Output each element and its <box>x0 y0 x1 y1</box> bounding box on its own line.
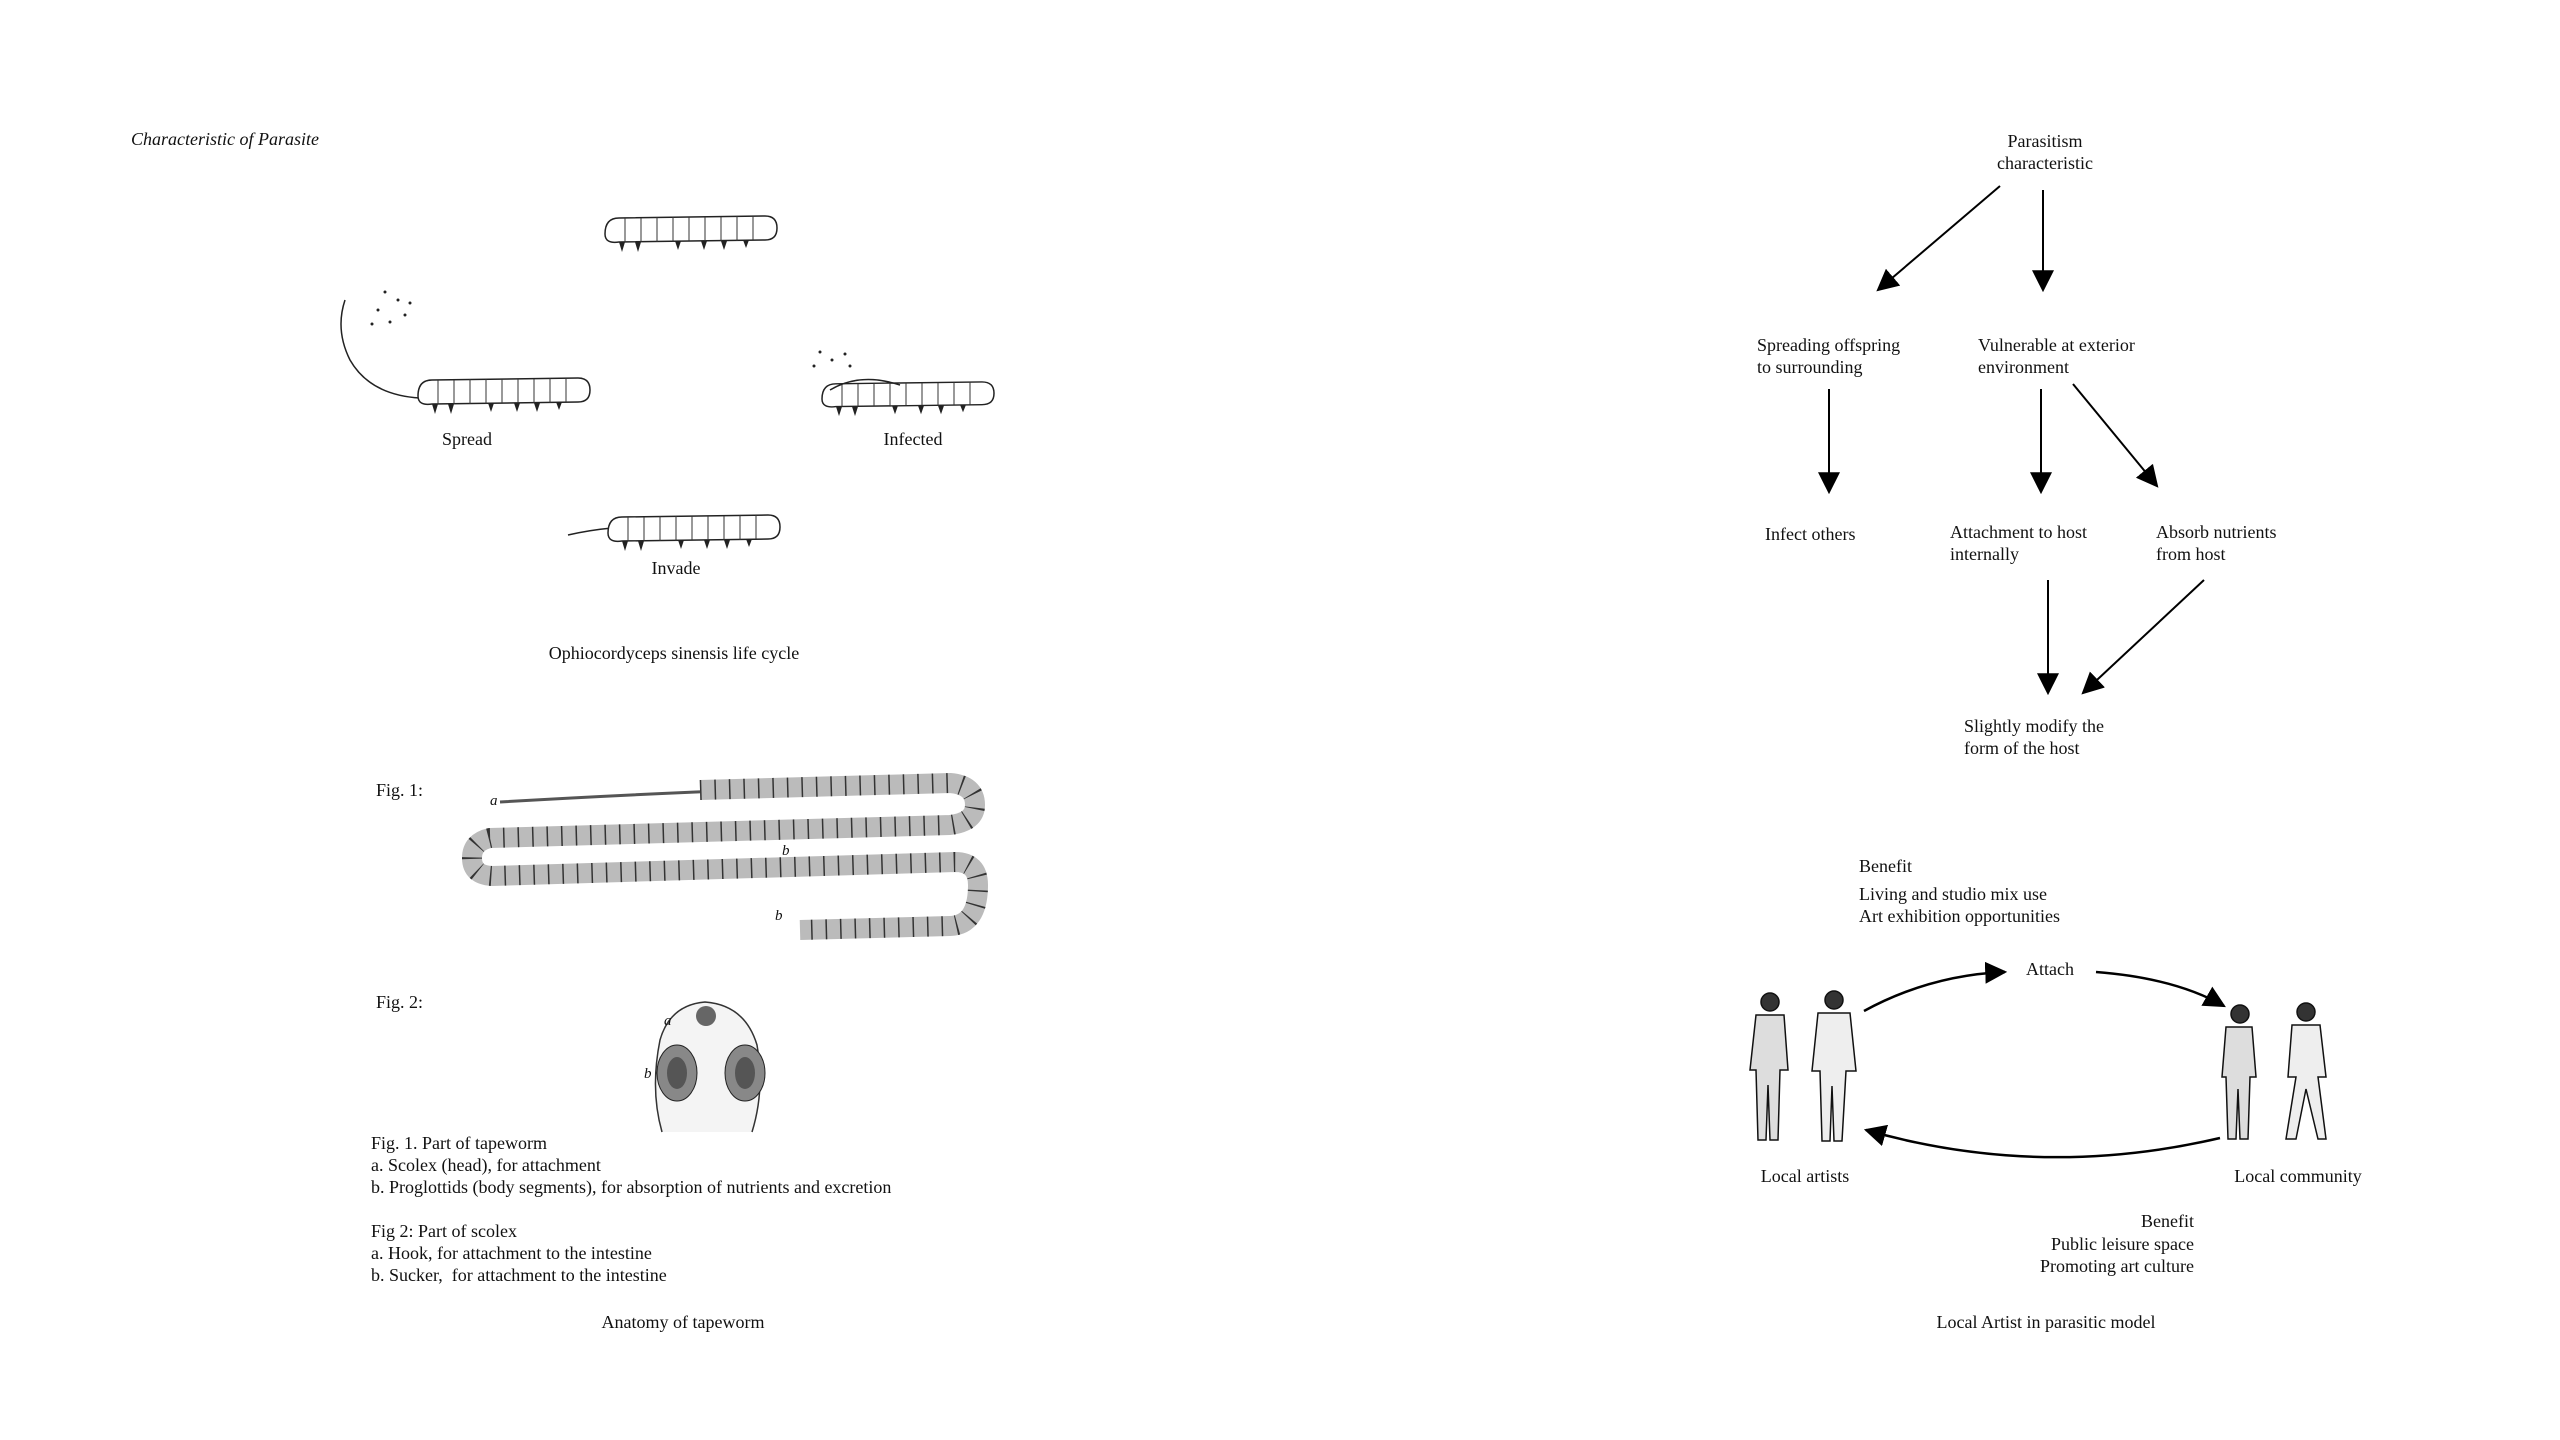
node-line: Spreading offspring <box>1757 335 1901 355</box>
label-infected: Infected <box>883 429 943 449</box>
benefit-title: Benefit <box>2141 1211 2194 1231</box>
node-line: from host <box>2156 544 2226 564</box>
benefit-title: Benefit <box>1859 856 1912 876</box>
node-line: Attachment to host <box>1950 522 2087 542</box>
caterpillar-invade-illustration <box>567 514 781 552</box>
caterpillar-top-illustration <box>604 215 778 253</box>
scolex-illustration <box>654 1001 766 1133</box>
fig2-label: Fig. 2: <box>376 992 424 1012</box>
fig1-label: Fig. 1: <box>376 780 424 800</box>
attach-label: Attach <box>2026 959 2074 979</box>
caterpillar-spread-illustration <box>340 290 591 415</box>
note-line: Fig. 1. Part of tapeworm <box>371 1133 547 1153</box>
node-line: Slightly modify the <box>1964 716 2105 736</box>
note-line: a. Scolex (head), for attachment <box>371 1155 601 1175</box>
node-line: Infect others <box>1765 524 1856 544</box>
node-infect: Infect others <box>1765 523 1855 545</box>
model-caption: Local Artist in parasitic model <box>1936 1312 2156 1332</box>
tapeworm-caption: Anatomy of tapeworm <box>601 1312 765 1332</box>
local-community-figures <box>2221 1002 2327 1140</box>
benefit-artists: Benefit Living and studio mix use Art ex… <box>1859 855 2060 927</box>
benefit-community: Benefit Public leisure space Promoting a… <box>2040 1210 2194 1277</box>
node-line: characteristic <box>1997 153 2093 173</box>
flowchart-arrows <box>1818 185 2205 696</box>
node-line: Vulnerable at exterior <box>1978 335 2135 355</box>
label-spread: Spread <box>442 429 492 449</box>
local-community-label: Local community <box>2234 1166 2362 1186</box>
tapeworm-illustration <box>462 773 988 940</box>
page-title: Characteristic of Parasite <box>131 129 319 149</box>
benefit-item: Promoting art culture <box>2040 1256 2194 1276</box>
caterpillar-infected-illustration <box>812 350 995 417</box>
node-line: Parasitism <box>2007 131 2083 151</box>
benefit-item: Living and studio mix use <box>1859 884 2047 904</box>
benefit-item: Art exhibition opportunities <box>1859 906 2060 926</box>
model-arrows <box>1863 961 2226 1159</box>
lifecycle-caption: Ophiocordyceps sinensis life cycle <box>548 643 800 663</box>
note-spacer <box>371 1198 891 1220</box>
fig2-mark-a: a <box>664 1013 672 1029</box>
fig1-mark-a: a <box>490 793 498 809</box>
benefit-item: Public leisure space <box>2051 1234 2194 1254</box>
note-line: a. Hook, for attachment to the intestine <box>371 1243 652 1263</box>
note-line: b. Sucker, for attachment to the intesti… <box>371 1265 667 1285</box>
local-artists-label: Local artists <box>1760 1166 1850 1186</box>
label-invade: Invade <box>651 558 701 578</box>
tapeworm-notes: Fig. 1. Part of tapeworm a. Scolex (head… <box>371 1132 891 1286</box>
node-line: environment <box>1978 357 2069 377</box>
fig1-mark-b-upper: b <box>782 843 790 859</box>
fig2-mark-b: b <box>644 1066 652 1082</box>
fig1-mark-b-lower: b <box>775 908 783 924</box>
note-line: Fig 2: Part of scolex <box>371 1221 517 1241</box>
note-line: b. Proglottids (body segments), for abso… <box>371 1177 892 1197</box>
node-line: Absorb nutrients <box>2156 522 2277 542</box>
local-artists-figures <box>1749 990 1857 1142</box>
node-line: to surrounding <box>1757 357 1863 377</box>
node-line: form of the host <box>1964 738 2080 758</box>
node-line: internally <box>1950 544 2019 564</box>
